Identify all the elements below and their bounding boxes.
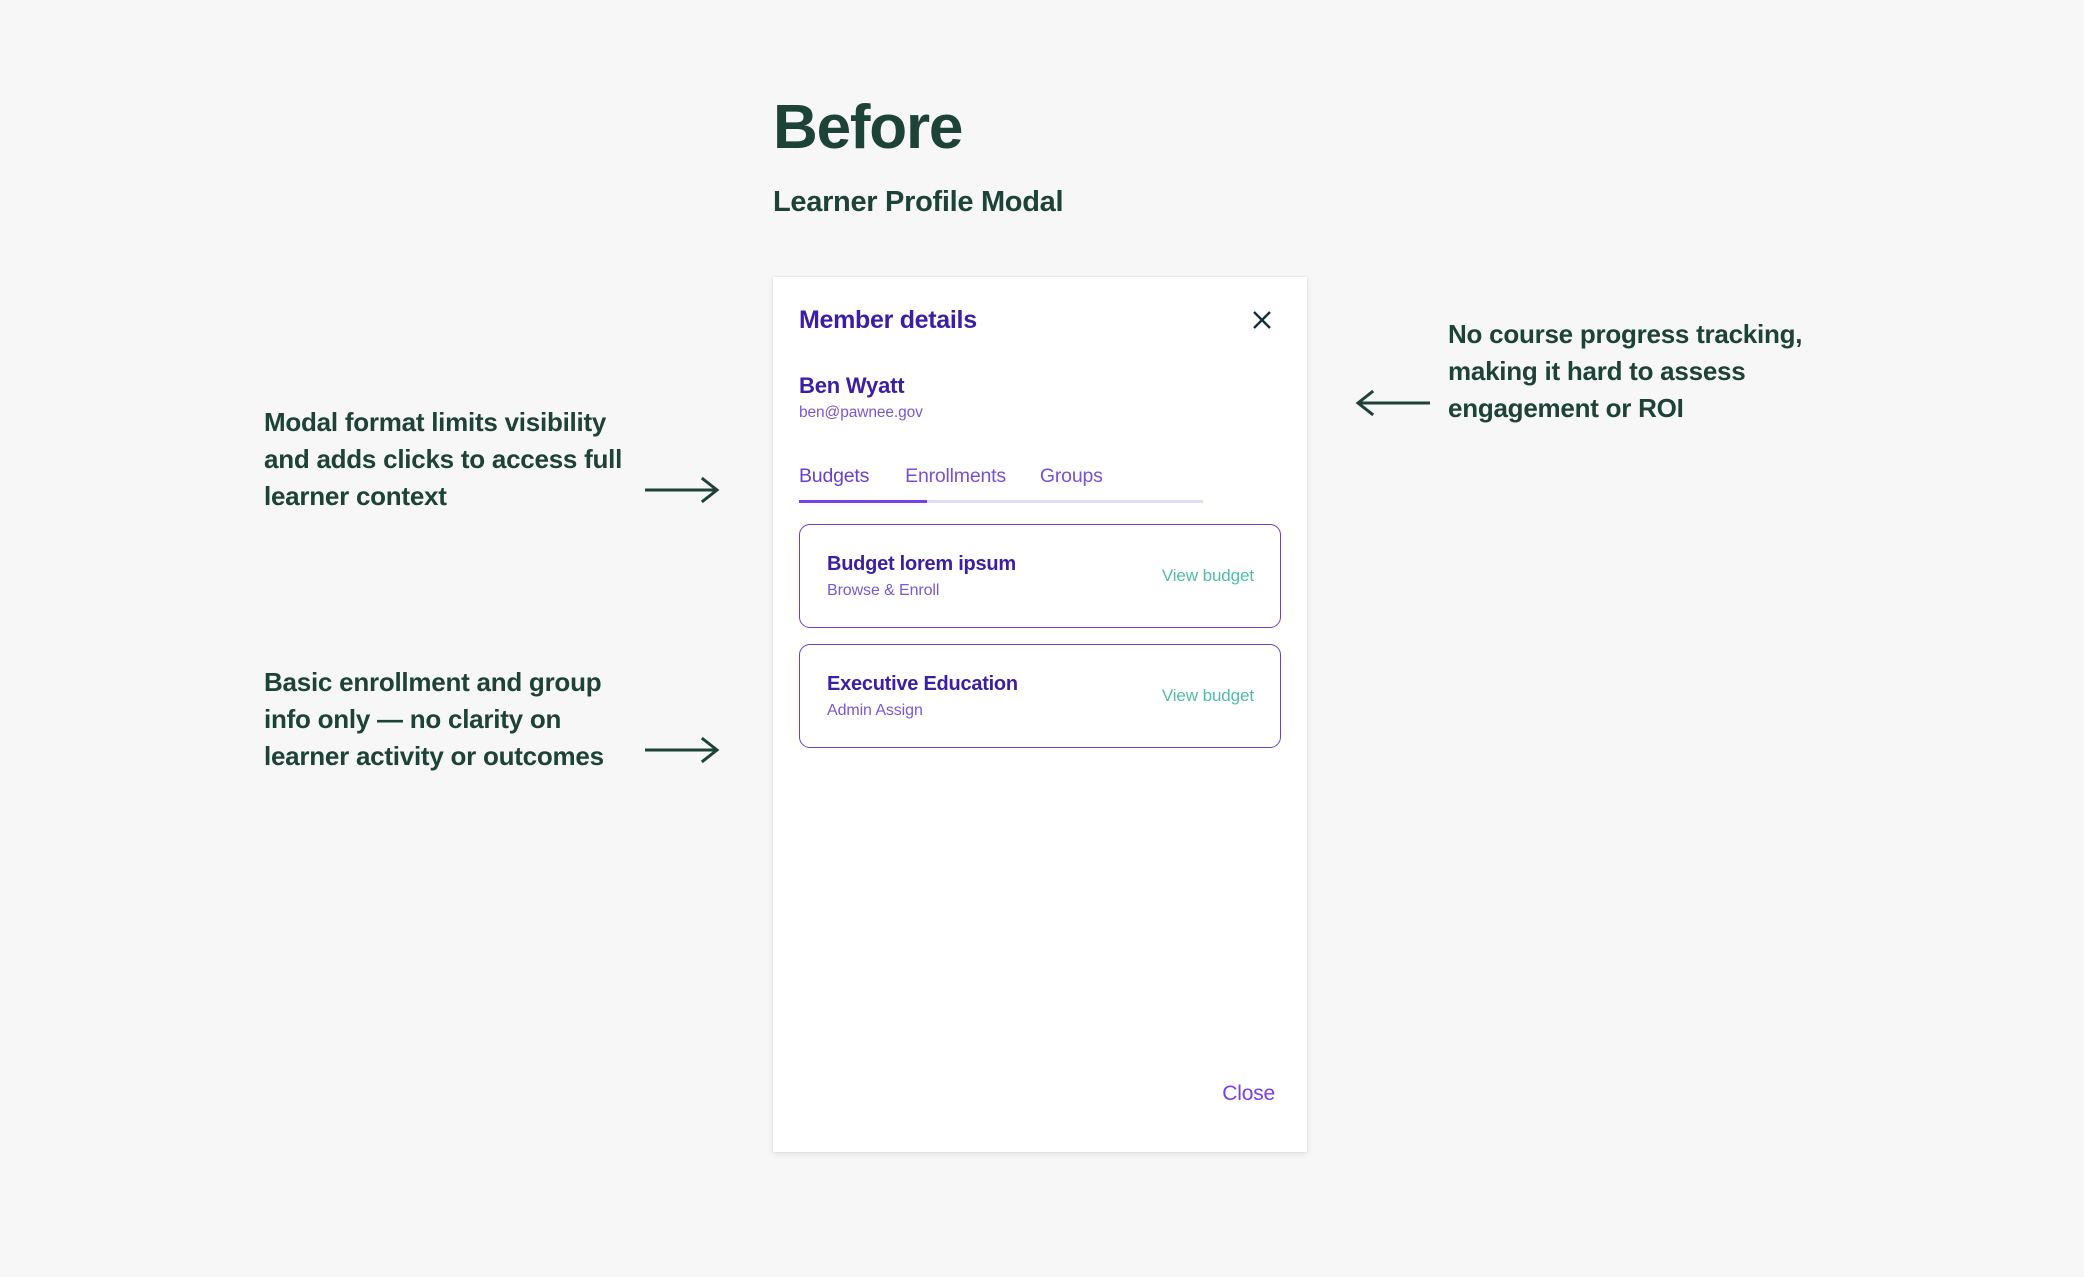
view-budget-link[interactable]: View budget bbox=[1161, 566, 1254, 585]
close-icon-glyph bbox=[1253, 311, 1271, 329]
close-button[interactable]: Close bbox=[1222, 1082, 1275, 1105]
tab-budgets[interactable]: Budgets bbox=[799, 465, 893, 500]
tab-active-indicator bbox=[799, 500, 927, 503]
budget-card-title: Budget lorem ipsum bbox=[827, 552, 1016, 575]
budget-card-list: Budget lorem ipsum Browse & Enroll View … bbox=[799, 524, 1281, 748]
member-email: ben@pawnee.gov bbox=[799, 404, 923, 421]
budget-card[interactable]: Executive Education Admin Assign View bu… bbox=[799, 644, 1281, 748]
annotation-right-no-progress: No course progress tracking, making it h… bbox=[1448, 319, 1803, 424]
tab-groups[interactable]: Groups bbox=[1028, 465, 1125, 500]
budget-card[interactable]: Budget lorem ipsum Browse & Enroll View … bbox=[799, 524, 1281, 628]
tab-enrollments[interactable]: Enrollments bbox=[893, 465, 1028, 500]
budget-card-text: Executive Education Admin Assign bbox=[827, 673, 1018, 720]
modal-title: Member details bbox=[799, 305, 977, 334]
page-subtitle: Learner Profile Modal bbox=[773, 186, 1064, 219]
view-budget-link[interactable]: View budget bbox=[1161, 686, 1254, 705]
arrow-left-icon bbox=[1355, 389, 1430, 417]
budget-card-subtitle: Browse & Enroll bbox=[827, 581, 940, 599]
modal-tabs: Budgets Enrollments Groups bbox=[799, 465, 1203, 503]
budget-card-subtitle: Admin Assign bbox=[827, 701, 923, 719]
tab-row: Budgets Enrollments Groups bbox=[799, 465, 1203, 500]
arrow-right-icon bbox=[645, 476, 720, 504]
modal-header: Member details bbox=[773, 277, 1307, 363]
learner-profile-modal: Member details Ben Wyatt ben@pawnee.gov … bbox=[773, 277, 1307, 1152]
annotation-left-basic-enrollment: Basic enrollment and group info only — n… bbox=[264, 667, 604, 772]
annotation-left-modal-format: Modal format limits visibility and adds … bbox=[264, 407, 623, 512]
page-title: Before bbox=[773, 93, 963, 162]
budget-card-title: Executive Education bbox=[827, 672, 1018, 695]
budget-card-text: Budget lorem ipsum Browse & Enroll bbox=[827, 553, 1016, 600]
member-summary: Ben Wyatt ben@pawnee.gov bbox=[799, 373, 923, 422]
arrow-right-icon bbox=[645, 736, 720, 764]
tab-underline-track bbox=[799, 500, 1203, 503]
modal-footer: Close bbox=[773, 1082, 1307, 1106]
heading-block: Before Learner Profile Modal bbox=[773, 93, 1064, 219]
close-icon[interactable] bbox=[1245, 303, 1279, 337]
member-name: Ben Wyatt bbox=[799, 373, 905, 398]
